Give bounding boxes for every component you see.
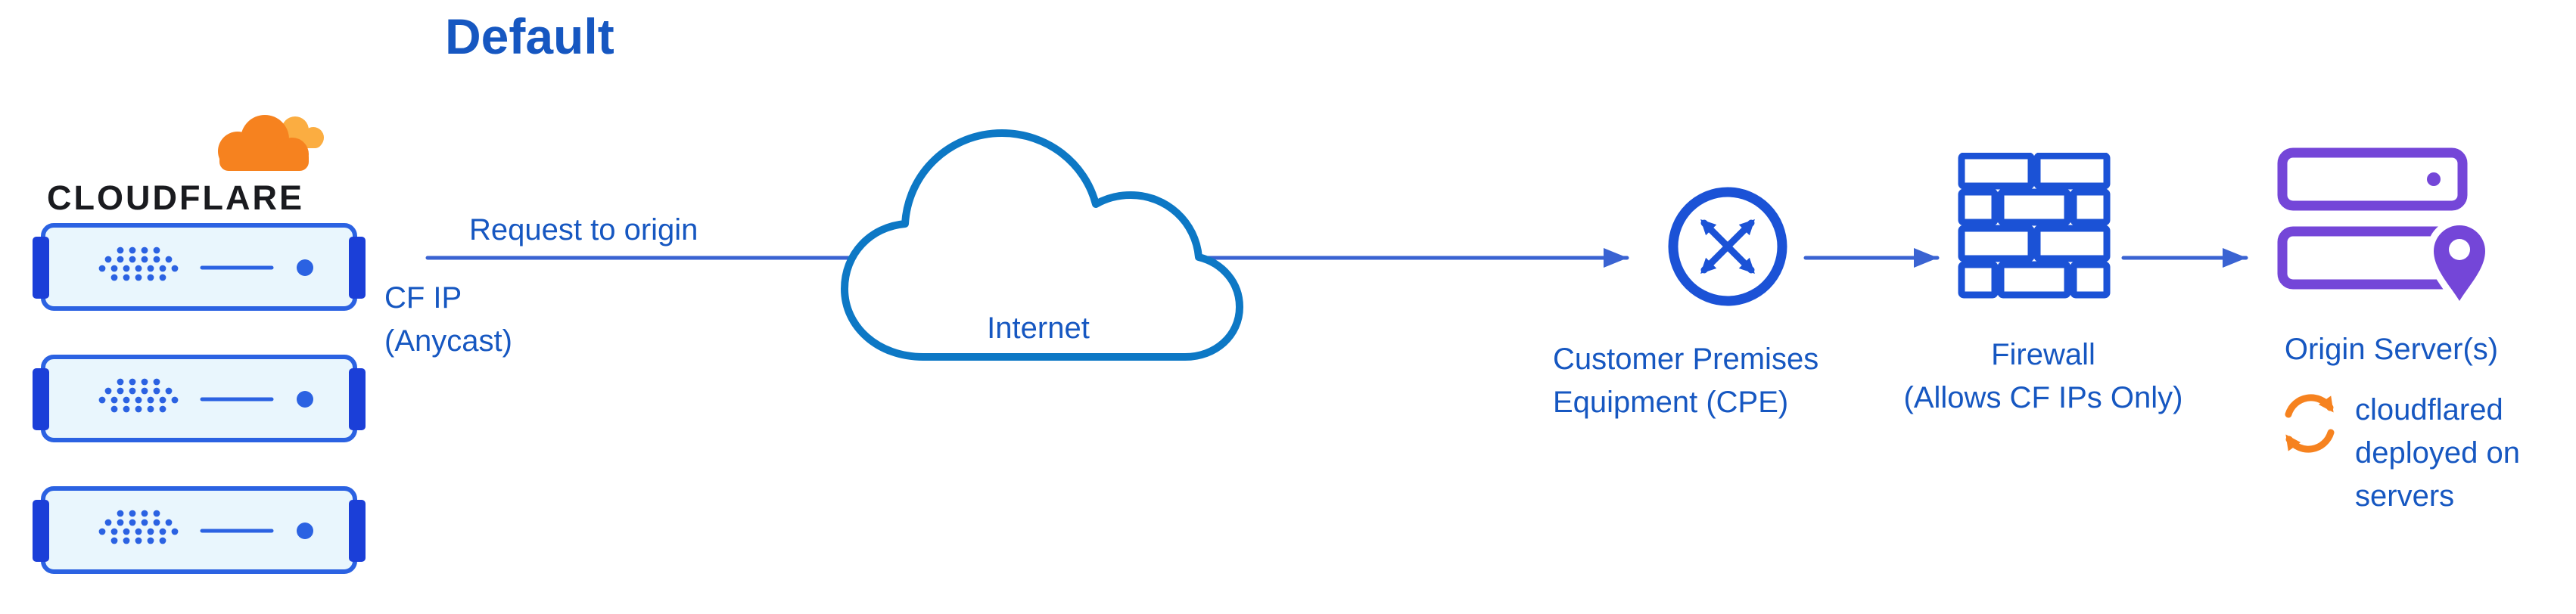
cloudflare-cloud-icon <box>218 115 324 171</box>
diagram-title: Default <box>445 8 614 64</box>
internet-label: Internet <box>987 312 1090 345</box>
cloudflared-label: cloudflared deployed on servers <box>2355 389 2520 517</box>
edge-server-icon <box>33 352 366 447</box>
internet-cloud-icon <box>841 129 1243 361</box>
edge-server-icon <box>33 220 366 315</box>
firewall-label-line1: Firewall <box>1991 338 2095 371</box>
cloudflared-sync-icon <box>2285 394 2335 453</box>
cloudflared-line2: deployed on <box>2355 436 2520 470</box>
origin-server-icon <box>2277 147 2493 305</box>
cpe-label-line1: Customer Premises <box>1553 343 1819 376</box>
cloudflare-wordmark: CLOUDFLARE <box>47 178 304 217</box>
request-to-origin-label: Request to origin <box>469 213 698 247</box>
cpe-label: Customer Premises Equipment (CPE) <box>1553 338 1818 424</box>
firewall-label: Firewall (Allows CF IPs Only) <box>1869 333 2217 420</box>
edge-server-icon <box>33 483 366 578</box>
cf-ip-anycast-label: CF IP (Anycast) <box>384 277 512 363</box>
cloudflared-line1: cloudflared <box>2355 393 2503 426</box>
origin-label: Origin Server(s) <box>2284 333 2499 366</box>
cf-ip-line2: (Anycast) <box>384 324 512 358</box>
cpe-label-line2: Equipment (CPE) <box>1553 385 1789 419</box>
firewall-label-line2: (Allows CF IPs Only) <box>1903 380 2183 414</box>
firewall-icon <box>1958 153 2111 299</box>
cpe-router-icon <box>1668 187 1787 306</box>
location-pin-icon <box>2426 219 2493 305</box>
cloudflared-line3: servers <box>2355 479 2455 513</box>
cf-ip-line1: CF IP <box>384 281 462 315</box>
